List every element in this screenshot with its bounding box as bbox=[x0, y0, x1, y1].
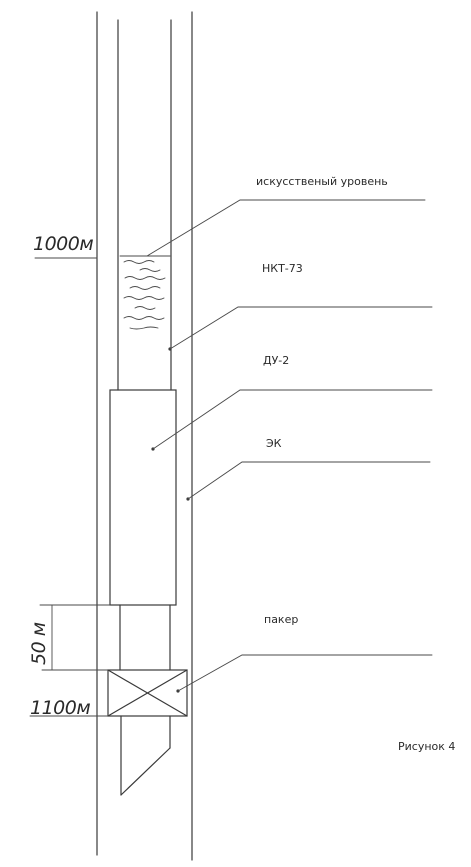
label-packer: пакер bbox=[264, 613, 298, 626]
packer bbox=[107, 669, 188, 717]
depth-bottom: 1100м bbox=[30, 697, 90, 719]
depth-marks bbox=[29, 257, 111, 717]
tubing-walls bbox=[117, 19, 172, 671]
label-pump: ДУ-2 bbox=[263, 354, 289, 367]
casing-walls bbox=[96, 11, 193, 861]
depth-top: 1000м bbox=[33, 233, 93, 255]
tail-pipe bbox=[120, 715, 171, 796]
leaders bbox=[146, 199, 433, 693]
depth-spacing: 50 м bbox=[28, 622, 50, 665]
figure-caption: Рисунок 4 bbox=[398, 740, 455, 753]
label-artificial-level: искусственый уровень bbox=[256, 175, 388, 188]
fluid-level bbox=[119, 255, 171, 330]
label-casing: ЭК bbox=[266, 437, 282, 450]
pump-body bbox=[109, 389, 177, 606]
label-tubing: НКТ-73 bbox=[262, 262, 303, 275]
